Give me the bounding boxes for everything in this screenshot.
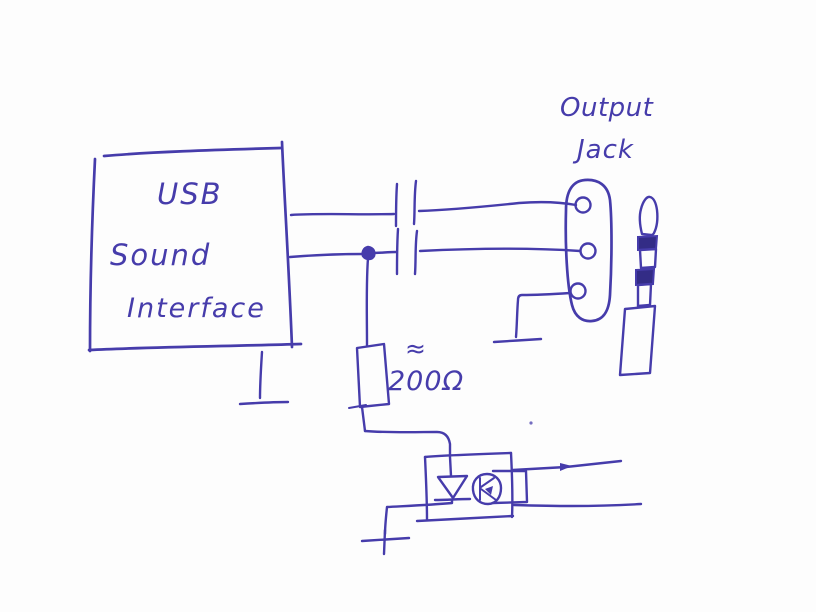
- cap-plate-right: [413, 229, 419, 276]
- opto-box-top: [423, 451, 513, 459]
- ground-bar: [492, 337, 543, 344]
- ink-speck: [529, 421, 533, 425]
- jack-contact-tip: [574, 196, 592, 214]
- box-edge-bottom: [87, 342, 303, 352]
- wire-sleeve-to-ground: [514, 291, 572, 339]
- plug-tip: [638, 195, 659, 237]
- optocoupler-output-wires: [511, 421, 643, 508]
- ground-cross-stem: [382, 528, 387, 556]
- coupling-capacitor-top: [394, 179, 418, 228]
- opto-output-tab: [491, 469, 529, 505]
- box-label-line2: Sound: [110, 238, 211, 272]
- wire-box-to-junction: [288, 252, 366, 259]
- jack-contact-ring: [579, 242, 597, 260]
- opto-box-bottom: [415, 514, 515, 523]
- box-edge-left: [88, 157, 97, 353]
- cap-plate-left: [394, 182, 399, 228]
- emitter-arrow: [485, 486, 493, 495]
- plug-ring-segment-2: [636, 282, 653, 308]
- usb-sound-interface-box: USB Sound Interface: [87, 140, 303, 353]
- output-wire-bottom: [512, 502, 643, 508]
- resistor-body: [355, 342, 391, 409]
- output-jack: Output Jack: [560, 93, 654, 323]
- jack-contact-sleeve: [569, 282, 587, 300]
- cap-plate-right: [412, 179, 418, 226]
- coupling-capacitor-bottom: [395, 227, 419, 276]
- led-ground-symbol: [360, 498, 454, 556]
- jack-label-line2: Jack: [572, 135, 634, 165]
- ground-bar: [238, 400, 290, 406]
- wire-led-to-ground: [383, 498, 454, 536]
- jack-ground-symbol: [492, 291, 572, 344]
- wire-box-to-cap-top: [289, 212, 396, 217]
- opto-box-right: [509, 451, 514, 519]
- box-edge-right: [280, 140, 294, 349]
- usb-ground-symbol: [238, 350, 290, 406]
- opto-box-left: [423, 455, 429, 522]
- jack-body-outline: [564, 178, 613, 323]
- wire-arrowhead: [560, 463, 572, 471]
- wire-cap-to-jack-middle: [418, 247, 582, 253]
- led-symbol: [433, 474, 472, 502]
- wire-resistor-to-optocoupler: [363, 429, 453, 478]
- plug-barrel: [618, 304, 657, 377]
- plug-ring-segment-1: [638, 247, 658, 270]
- plug-insulator-band-1: [637, 234, 659, 252]
- wire-junction-to-cap: [370, 250, 398, 255]
- box-label-line1: USB: [157, 177, 223, 211]
- resistor-overshoot: [348, 404, 367, 409]
- wire-cap-to-jack-top: [417, 200, 578, 213]
- box-edge-top: [102, 146, 283, 158]
- phototransistor-symbol: [471, 472, 503, 506]
- led-triangle: [436, 474, 469, 500]
- box-label-line3: Interface: [127, 293, 266, 324]
- ground-stem: [258, 350, 264, 400]
- wire-junction-to-resistor: [365, 256, 370, 348]
- plug-insulator-band-2: [635, 267, 656, 287]
- trs-plug: [618, 195, 659, 377]
- resistor-approx-symbol: ≈: [405, 334, 426, 363]
- jack-label-line1: Output: [560, 93, 654, 123]
- resistor-200-ohm: ≈ 200Ω: [348, 334, 464, 433]
- resistor-lead-bottom: [360, 405, 367, 433]
- phototransistor-circle: [471, 472, 503, 506]
- phototransistor-emitter-lead: [480, 488, 497, 501]
- resistor-value: 200Ω: [388, 366, 464, 397]
- top-channel-wire: [289, 179, 578, 228]
- phototransistor-collector-lead: [480, 477, 495, 488]
- cap-plate-left: [395, 227, 400, 276]
- bottom-channel-wire: [288, 227, 582, 276]
- optocoupler: [415, 451, 529, 523]
